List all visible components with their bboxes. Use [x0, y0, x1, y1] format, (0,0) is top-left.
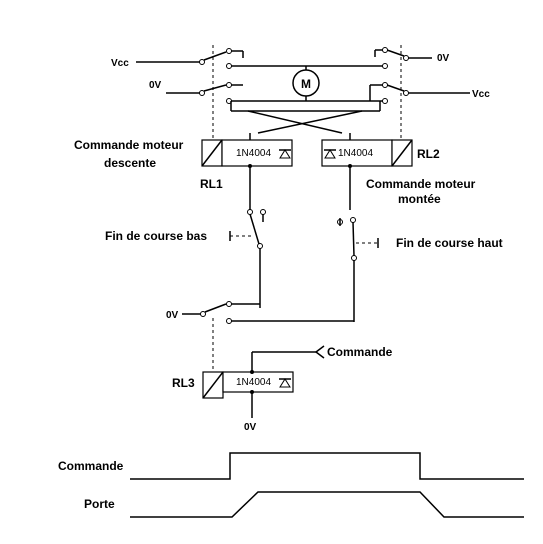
rl2-diode-label: 1N4004 — [338, 148, 373, 159]
commande-input-label: Commande — [327, 345, 393, 359]
zero-v-left-label: 0V — [149, 80, 162, 91]
rl3-zero-v-label: 0V — [166, 310, 179, 321]
top-contacts: M — [136, 45, 470, 141]
commande-waveform — [130, 452, 524, 480]
zero-v-top-right-label: 0V — [437, 53, 450, 64]
rl2-caption-line2: montée — [398, 192, 441, 206]
vcc-right-label: Vcc — [472, 89, 490, 100]
limit-low-label: Fin de course bas — [105, 229, 207, 243]
rl3-label: RL3 — [172, 376, 195, 390]
diode-symbol — [279, 149, 291, 159]
rl3-contact — [182, 301, 354, 372]
limit-switch-high — [337, 217, 379, 322]
diode-symbol — [324, 149, 336, 159]
limit-switch-low — [229, 209, 266, 308]
timing-porte-label: Porte — [84, 497, 115, 511]
motor-label: M — [301, 77, 311, 91]
zero-v-bottom-label: 0V — [244, 422, 257, 433]
rl1-label: RL1 — [200, 177, 223, 191]
contact-node — [199, 59, 205, 65]
diode-symbol — [279, 378, 291, 388]
rl1-diode-label: 1N4004 — [236, 148, 271, 159]
rl1-caption-line2: descente — [104, 156, 156, 170]
rl2-label: RL2 — [417, 147, 440, 161]
motor-symbol — [292, 69, 320, 97]
rl3-relay — [202, 345, 325, 418]
rl1-caption-line1: Commande moteur — [74, 138, 184, 152]
rl2-relay — [321, 133, 413, 210]
rl1-relay — [201, 133, 293, 210]
limit-high-label: Fin de course haut — [396, 236, 503, 250]
porte-waveform — [130, 491, 524, 518]
rl3-diode-label: 1N4004 — [236, 377, 271, 388]
timing-commande-label: Commande — [58, 459, 124, 473]
rl2-caption-line1: Commande moteur — [366, 177, 476, 191]
vcc-left-label: Vcc — [111, 58, 129, 69]
